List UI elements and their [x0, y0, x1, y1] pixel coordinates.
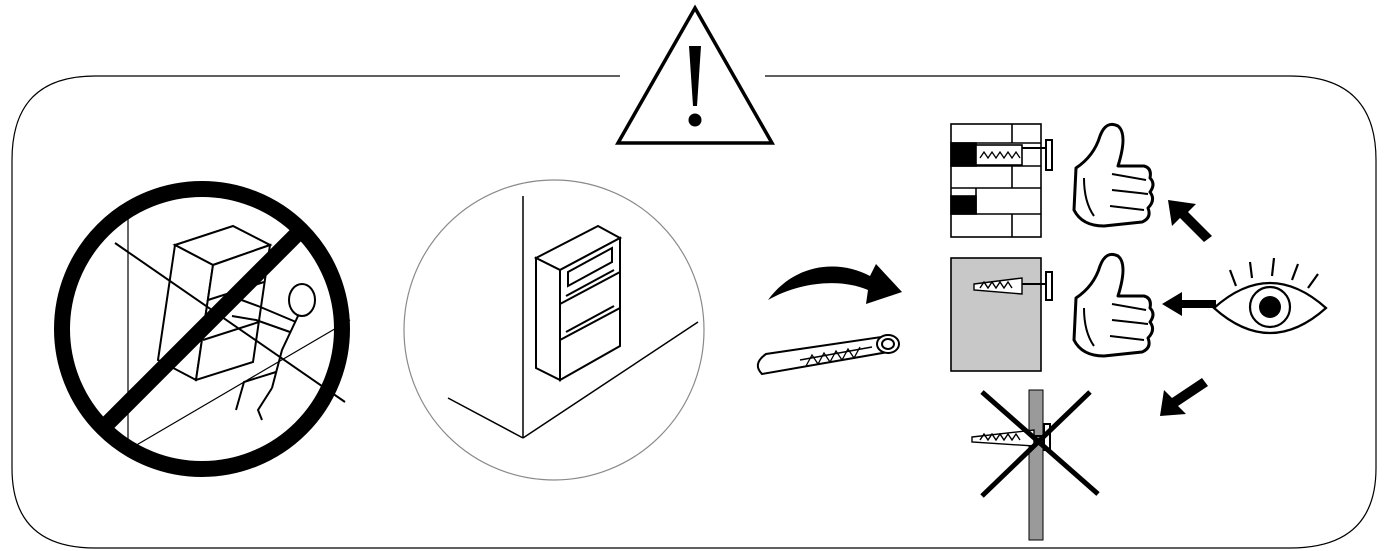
prohibited-tip-over-panel	[54, 181, 351, 477]
arrow-icon	[1168, 200, 1212, 242]
curved-arrow-icon	[768, 264, 902, 304]
brick-wall-panel	[950, 123, 1053, 238]
eye-icon	[1212, 257, 1328, 335]
arrow-icon	[1160, 378, 1208, 416]
prohibition-sign-icon	[54, 181, 350, 477]
thumbs-up-icon	[1072, 122, 1155, 228]
person-figure-icon	[231, 283, 316, 421]
thumbs-up-icon	[1072, 252, 1155, 358]
wall-anchored-shelf-panel	[403, 179, 705, 481]
partition-wall-icon	[1028, 389, 1044, 541]
fixing-kit-panel	[756, 264, 902, 376]
wall-plug-icon	[756, 334, 900, 376]
anchor-screw-icon	[973, 271, 1053, 301]
panel-frame	[11, 75, 1377, 549]
thin-partition-panel	[971, 389, 1100, 541]
solid-wall-icon	[950, 257, 1042, 372]
x-mark-icon	[980, 390, 1100, 498]
warning-triangle-icon	[614, 4, 776, 145]
solid-wall-panel	[950, 257, 1053, 372]
bookshelf-icon	[533, 224, 623, 382]
arrow-icon	[1162, 292, 1216, 316]
brick-wall-icon	[950, 123, 1053, 238]
